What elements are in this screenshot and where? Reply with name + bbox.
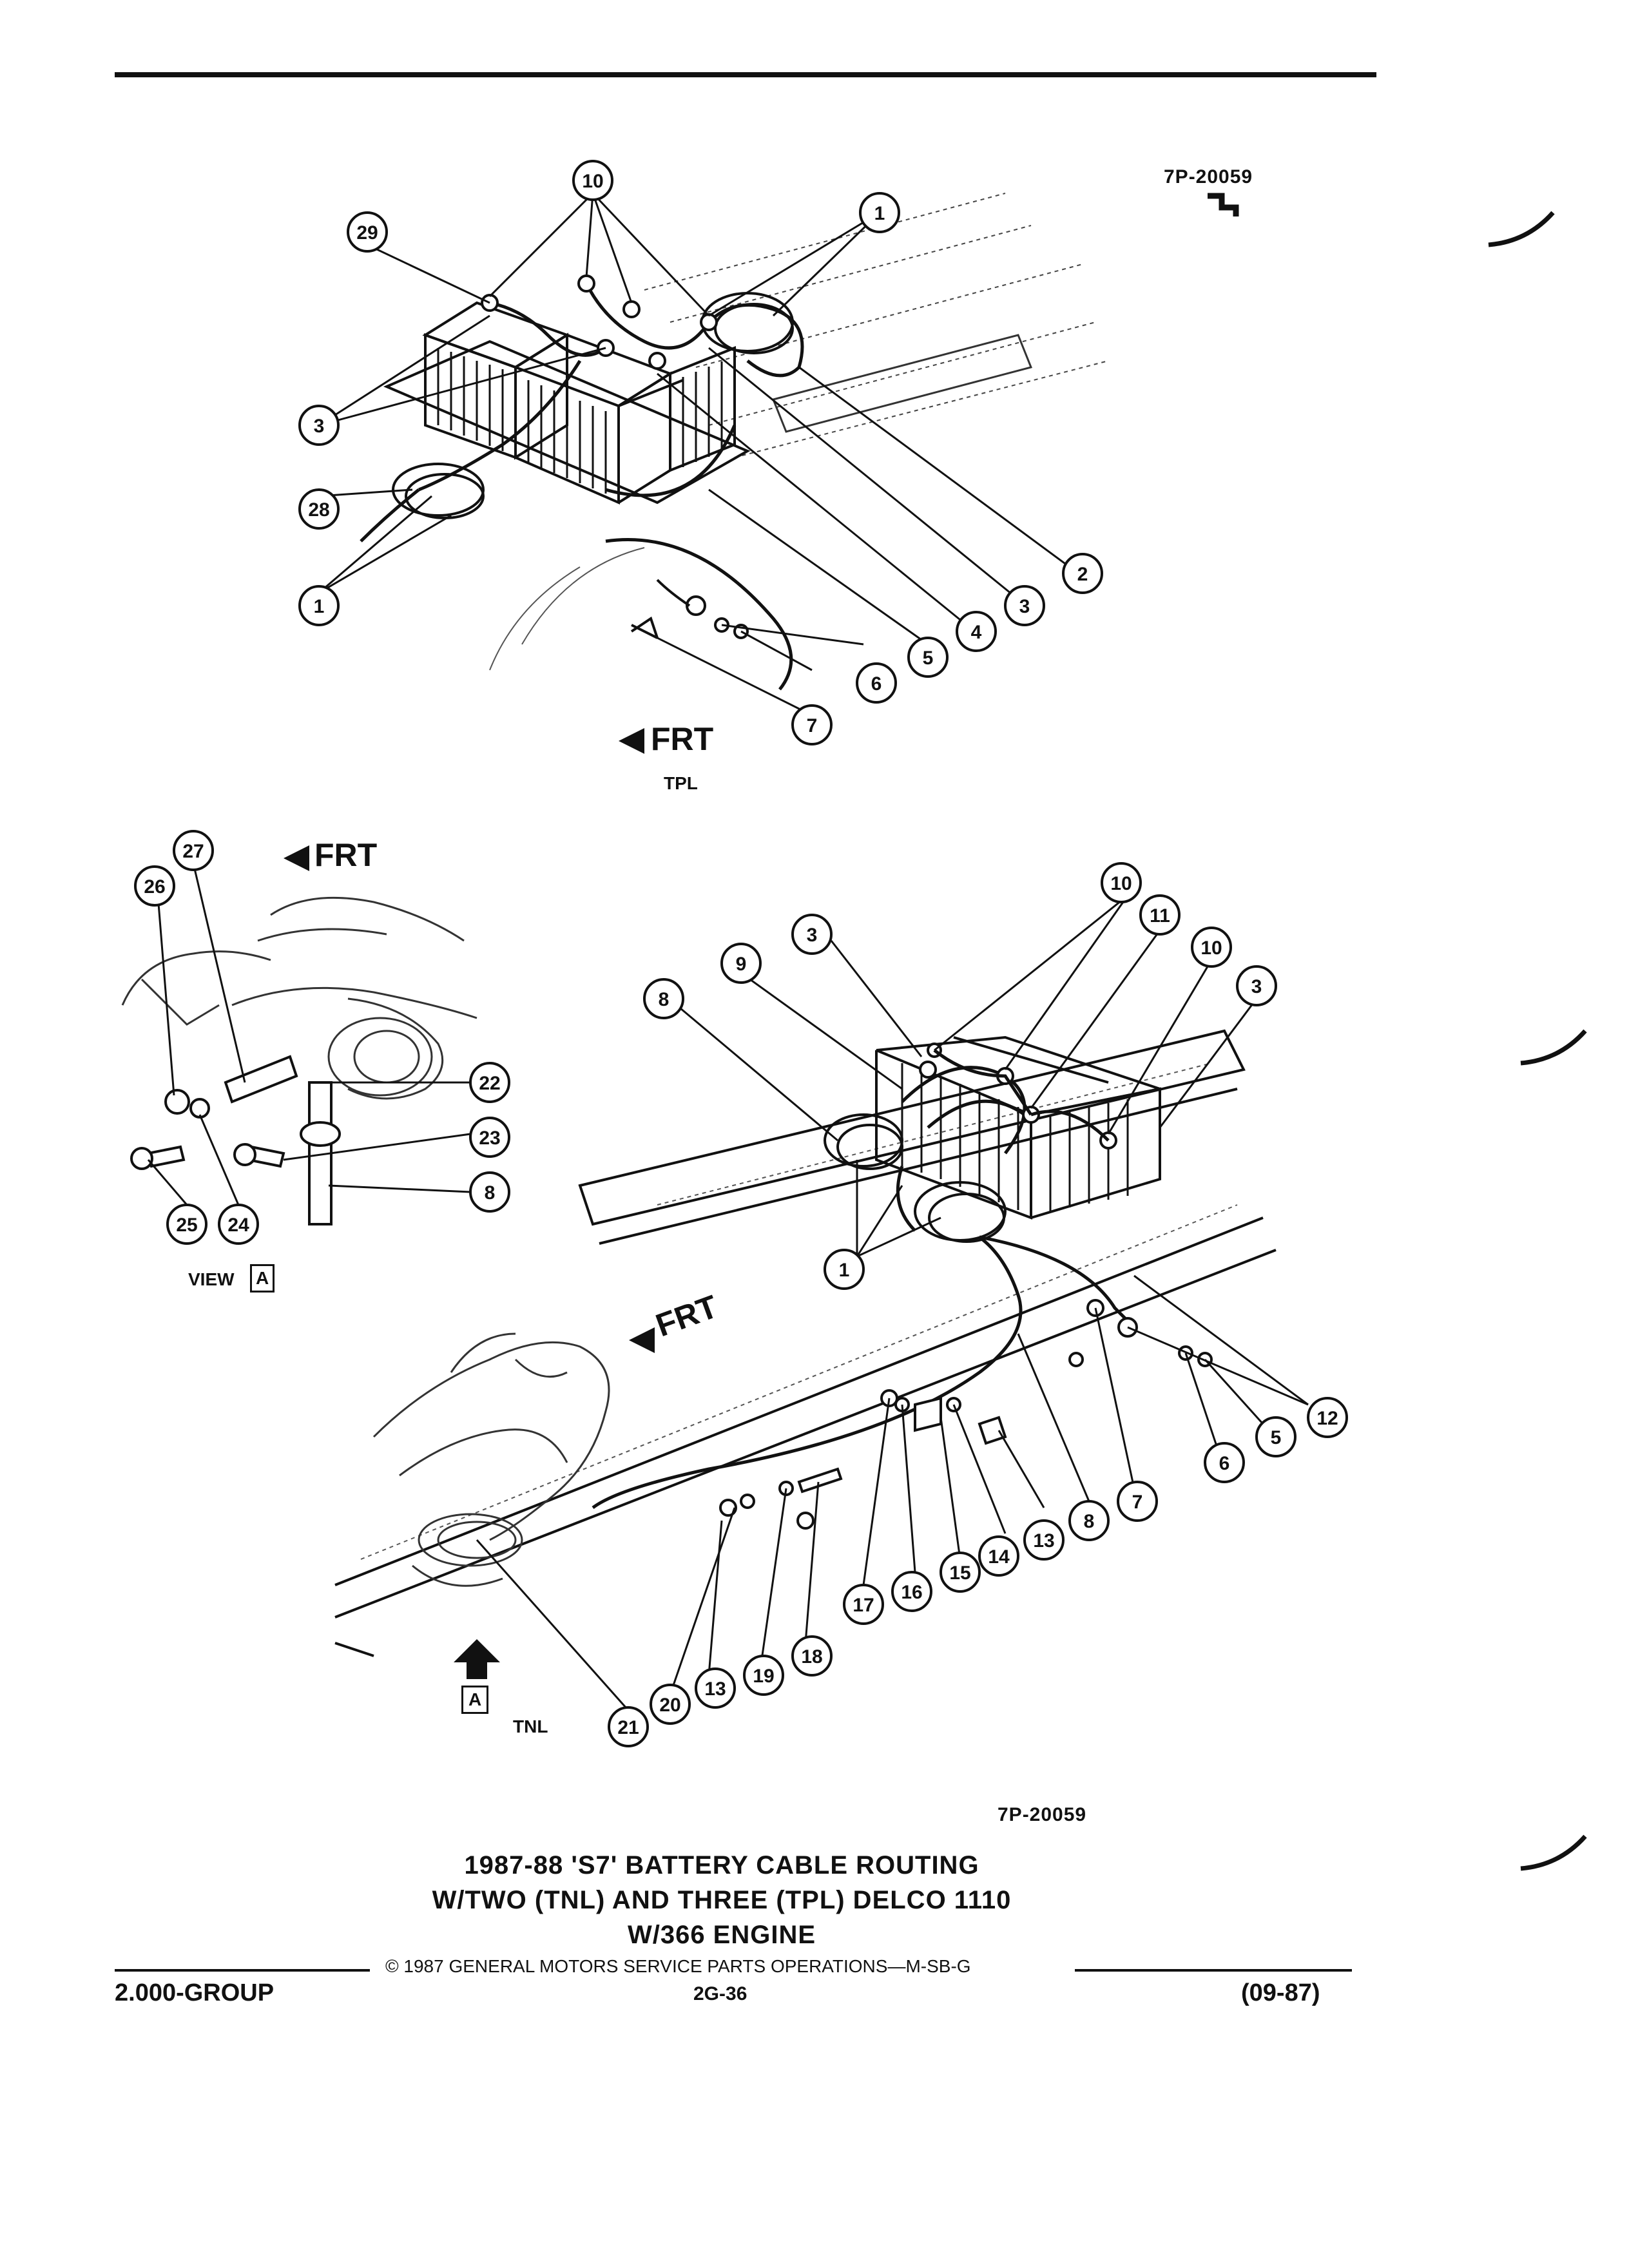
figure-code-top: 7P-20059	[1164, 166, 1253, 187]
callout-5: 5	[1271, 1427, 1282, 1448]
callout-21: 21	[617, 1717, 639, 1738]
gm-symbol-icon	[1208, 193, 1239, 216]
callout-10: 10	[1200, 937, 1222, 959]
frt-arrow-icon	[284, 845, 309, 871]
callout-27: 27	[182, 841, 204, 862]
callout-12: 12	[1316, 1408, 1338, 1429]
footer-copyright: © 1987 GENERAL MOTORS SERVICE PARTS OPER…	[385, 1956, 971, 1976]
view-a-frt-label: FRT	[314, 837, 378, 873]
view-arrow-up-icon	[454, 1639, 500, 1679]
tpl-variant-label: TPL	[664, 773, 698, 793]
page-edge-mark-icon	[1520, 1029, 1587, 1066]
callout-3: 3	[314, 416, 325, 437]
view-a-label: VIEW	[188, 1269, 235, 1289]
callout-2: 2	[1077, 564, 1088, 585]
tnl-battery-diagram: 10 11 10 3 3 9 8 1 12 5 6 7 8 13 14 15 1…	[334, 862, 1348, 1747]
caption-line-2: W/TWO (TNL) AND THREE (TPL) DELCO 1110	[432, 1886, 1012, 1914]
callout-1: 1	[839, 1260, 850, 1281]
callout-25: 25	[176, 1215, 197, 1236]
callout-22: 22	[479, 1073, 500, 1094]
frt-arrow-icon	[619, 728, 644, 754]
callout-3: 3	[1251, 976, 1262, 997]
callout-18: 18	[801, 1646, 822, 1667]
figure-caption: 1987-88 'S7' BATTERY CABLE ROUTING W/TWO…	[258, 1848, 1186, 1952]
header-rule	[115, 72, 1376, 77]
callout-13: 13	[704, 1678, 726, 1700]
caption-line-3: W/366 ENGINE	[627, 1921, 816, 1949]
callout-26: 26	[144, 876, 165, 898]
callout-6: 6	[871, 673, 882, 695]
callout-3: 3	[1019, 596, 1030, 617]
cable-coil-left	[392, 463, 485, 519]
callout-15: 15	[949, 1562, 970, 1584]
callout-8: 8	[485, 1182, 496, 1204]
callout-24: 24	[227, 1215, 249, 1236]
tpl-frt-label: FRT	[651, 721, 714, 757]
tnl-view-marker: A	[461, 1686, 489, 1714]
callout-19: 19	[753, 1666, 774, 1687]
footer-date: (09-87)	[1241, 1979, 1320, 2006]
callout-9: 9	[736, 954, 747, 975]
figure-code-bottom: 7P-20059	[998, 1804, 1087, 1825]
callout-13: 13	[1033, 1530, 1054, 1552]
callout-28: 28	[308, 499, 329, 521]
caption-line-1: 1987-88 'S7' BATTERY CABLE ROUTING	[464, 1851, 979, 1879]
callout-16: 16	[901, 1582, 922, 1603]
page-edge-mark-icon	[1488, 211, 1555, 247]
callout-11: 11	[1150, 905, 1170, 927]
callout-10: 10	[582, 171, 603, 192]
footer-rule-right	[1075, 1969, 1352, 1972]
callout-20: 20	[659, 1695, 680, 1716]
callout-6: 6	[1219, 1453, 1230, 1474]
view-a-starter-diagram: 27 26 22 23 8 25 24	[121, 830, 510, 1245]
footer-page-number: 2G-36	[693, 1983, 747, 2004]
callout-8: 8	[1084, 1511, 1095, 1532]
callout-3: 3	[807, 925, 818, 946]
callout-1: 1	[314, 596, 325, 617]
callout-23: 23	[479, 1128, 500, 1149]
callout-14: 14	[988, 1546, 1010, 1568]
page-edge-mark-icon	[1520, 1834, 1587, 1871]
tnl-variant-label: TNL	[513, 1716, 548, 1736]
callout-7: 7	[807, 715, 818, 736]
footer-group: 2.000-GROUP	[115, 1979, 275, 2006]
frt-arrow-icon	[629, 1327, 655, 1353]
footer-rule-left	[115, 1969, 370, 1972]
callout-10: 10	[1110, 873, 1132, 894]
callout-17: 17	[853, 1595, 874, 1616]
callout-8: 8	[659, 989, 670, 1010]
callout-7: 7	[1132, 1492, 1143, 1513]
view-a-letter-box: A	[250, 1264, 275, 1293]
tpl-battery-diagram: 10 29 1 3 28 1 2 3 4 5 6 7	[298, 160, 1109, 745]
callout-5: 5	[923, 648, 934, 669]
callout-4: 4	[971, 622, 982, 643]
battery-3	[618, 346, 736, 472]
callout-1: 1	[874, 203, 885, 224]
callout-29: 29	[356, 222, 378, 244]
